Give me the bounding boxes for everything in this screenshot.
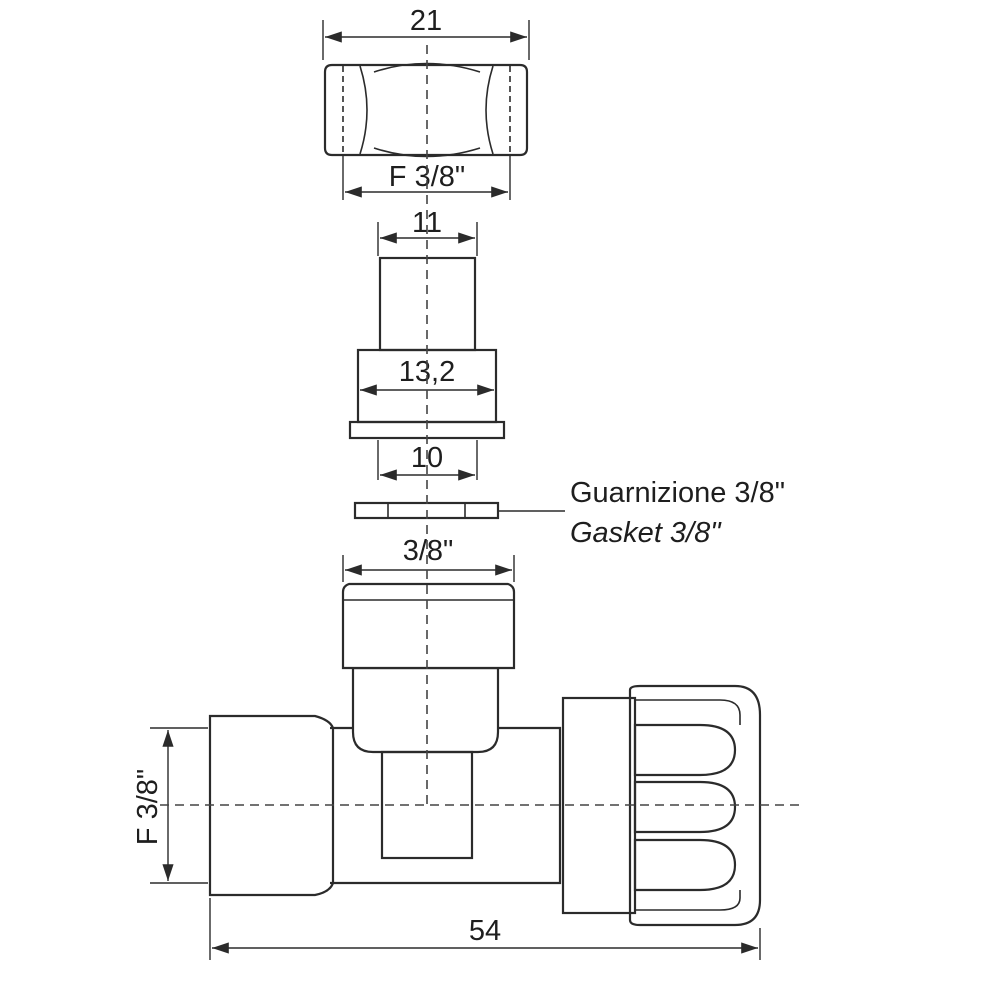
gasket-label-english: Gasket 3/8" bbox=[570, 517, 722, 549]
dimension-body-thread-top: 3/8" bbox=[342, 535, 515, 582]
nut-part bbox=[323, 62, 529, 158]
body-thread-side-label: F 3/8" bbox=[132, 769, 164, 845]
gasket-part bbox=[353, 501, 565, 520]
gasket-label-italian: Guarnizione 3/8" bbox=[570, 477, 785, 509]
body-thread-top-label: 3/8" bbox=[403, 535, 454, 567]
dimension-total-length: 54 bbox=[209, 898, 761, 960]
valve-body bbox=[208, 582, 762, 927]
dimension-body-thread-side: F 3/8" bbox=[130, 727, 208, 884]
dimension-nut-width: 21 bbox=[322, 5, 530, 60]
dimension-nut-thread: F 3/8" bbox=[342, 155, 511, 200]
total-length-label: 54 bbox=[469, 915, 501, 947]
nut-width-label: 21 bbox=[410, 5, 442, 37]
